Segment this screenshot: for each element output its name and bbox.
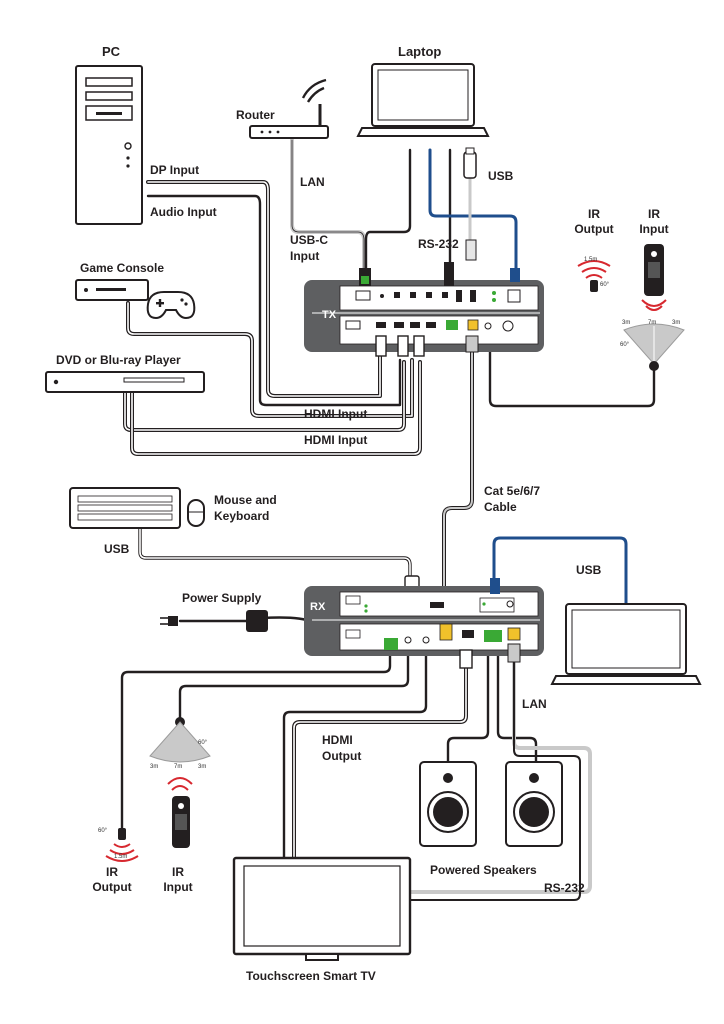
labels: PC Laptop Router DP Input Audio Input LA… [56, 44, 680, 983]
rx-receiver: RX [304, 578, 544, 669]
usb-cable-top [428, 148, 518, 270]
gamepad-icon [146, 291, 196, 320]
ir-output-bottom-line1: IR [106, 865, 118, 879]
lan-bottom-label: LAN [522, 697, 547, 711]
usb-c-cable [364, 148, 412, 270]
ir-angle-60-top-receiver: 60° [620, 342, 630, 348]
usb-top-label: USB [488, 169, 514, 183]
ir-cable-tx [488, 350, 656, 408]
ir-angle-60-bottom-receiver: 60° [198, 740, 208, 746]
ir-emitter-bottom [105, 828, 139, 862]
ir-distance-7m-bottom: 7m [174, 764, 182, 770]
ir-receiver-bottom [149, 717, 211, 763]
powered-speakers-label: Powered Speakers [430, 863, 537, 877]
ir-output-bottom-line2: Output [92, 880, 131, 894]
hdmi-output-label-line1: HDMI [322, 733, 353, 747]
hdmi-output-label-line2: Output [322, 749, 361, 763]
ir-remote-icon [167, 777, 193, 848]
touchscreen-tv-label: Touchscreen Smart TV [246, 969, 376, 983]
dvd-player-label: DVD or Blu-ray Player [56, 353, 181, 367]
game-console-label: Game Console [80, 261, 164, 275]
ir-distance-3m-bottom-b: 3m [198, 764, 206, 770]
ir-input-top-line2: Input [639, 222, 668, 236]
rx-tag: RX [310, 601, 326, 613]
hdmi-input-label-2: HDMI Input [304, 433, 367, 447]
pc-label: PC [102, 44, 121, 59]
mouse-icon [187, 499, 205, 527]
laptop-icon [356, 63, 490, 137]
ir-receiver-top [623, 323, 685, 371]
audio-cable [146, 194, 402, 407]
power-adapter-icon [160, 610, 268, 632]
laptop-label: Laptop [398, 44, 441, 59]
laptop-icon [550, 603, 702, 685]
usb-c-label-line1: USB-C [290, 233, 328, 247]
pc-tower-icon [75, 65, 143, 225]
speaker-cable-right [496, 650, 538, 764]
ir-input-bottom-line1: IR [172, 865, 184, 879]
ir-input-bottom-line2: Input [163, 880, 192, 894]
mouse-keyboard-label-line2: Keyboard [214, 509, 269, 523]
tx-tag: TX [322, 309, 337, 321]
speaker-icon [419, 761, 477, 847]
ir-output-top-line2: Output [574, 222, 613, 236]
lan-cable-bottom [408, 658, 592, 894]
ir-angle-60-top-emitter: 60° [600, 282, 610, 288]
cat-cable [442, 350, 474, 612]
ir-distance-3m-bottom-a: 3m [150, 764, 158, 770]
dvd-player-icon [45, 371, 205, 393]
hdmi-input-label-1: HDMI Input [304, 407, 367, 421]
router-icon [249, 78, 329, 139]
keyboard-icon [69, 487, 181, 529]
usb-cable-rx [492, 536, 628, 606]
rs232-bottom-label: RS-232 [544, 881, 585, 895]
power-supply-label: Power Supply [182, 591, 262, 605]
usb-right-label: USB [576, 563, 602, 577]
ir-distance-1-5m-bottom: 1.5m [114, 854, 127, 860]
ir-angle-60-bottom-emitter: 60° [98, 828, 108, 834]
speaker-cable-left [446, 650, 490, 764]
mouse-keyboard-label-line1: Mouse and [214, 493, 277, 507]
ir-cable-rx-emitter [120, 648, 392, 832]
cat-cable-label-line1: Cat 5e/6/7 [484, 484, 540, 498]
usb-c-label-line2: Input [290, 249, 319, 263]
ir-distance-3m-top-a: 3m [622, 320, 630, 326]
usb-flash-drive-icon [463, 147, 477, 261]
usb-left-label: USB [104, 542, 130, 556]
tx-transmitter: TX [304, 262, 544, 357]
speaker-icon [505, 761, 563, 847]
ir-distance-3m-top-b: 3m [672, 320, 680, 326]
game-console-icon [75, 279, 149, 301]
cat-cable-label-line2: Cable [484, 500, 517, 514]
ir-input-top-line1: IR [648, 207, 660, 221]
ir-distance-1-5m-top: 1.5m [584, 257, 597, 263]
ir-output-top-line1: IR [588, 207, 600, 221]
audio-input-label: Audio Input [150, 205, 217, 219]
ir-distance-7m-top: 7m [648, 320, 656, 326]
ir-emitter-top [577, 260, 611, 292]
tv-icon [232, 856, 412, 961]
ir-remote-icon [641, 244, 667, 311]
rs232-top-label: RS-232 [418, 237, 459, 251]
ir-cable-rx-receiver [178, 648, 410, 722]
usb-cable-keyboard [138, 526, 412, 577]
cables [120, 138, 656, 901]
lan-top-label: LAN [300, 175, 325, 189]
dp-input-label: DP Input [150, 163, 199, 177]
router-label: Router [236, 108, 275, 122]
